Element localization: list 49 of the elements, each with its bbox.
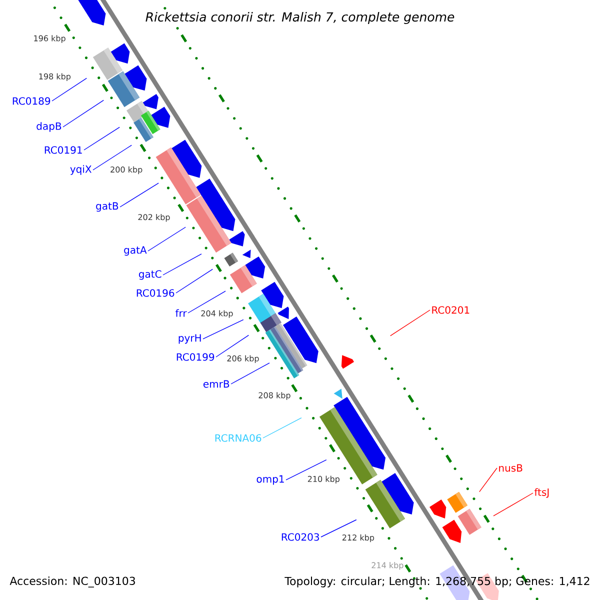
gene-label: RC0201 — [432, 306, 470, 314]
gene-label: RC0203 — [282, 533, 319, 541]
tick-label: 208 kbp — [258, 392, 290, 400]
gene-label: RC0196 — [136, 289, 174, 297]
gene-label: gatC — [138, 270, 162, 280]
gene-label: yqiX — [70, 165, 92, 175]
tick-label: 198 kbp — [39, 73, 71, 81]
gene-label: gatB — [96, 202, 118, 212]
tick-label: 206 kbp — [227, 355, 259, 363]
gene-label: dapB — [36, 122, 62, 132]
leader-line — [188, 290, 226, 314]
leader-line — [120, 182, 159, 208]
leader-line — [176, 268, 213, 294]
tick-label: 196 kbp — [34, 35, 66, 43]
leader-line — [84, 126, 120, 150]
tick-label: 214 kbp — [372, 562, 404, 570]
leader-line — [479, 468, 498, 492]
leader-line — [216, 334, 250, 358]
gene-label: frr — [175, 309, 187, 317]
tick-label: 210 kbp — [308, 476, 340, 484]
leader-line — [148, 226, 186, 252]
tick-label: 204 kbp — [201, 310, 233, 318]
tick-label: 200 kbp — [110, 166, 142, 174]
leader-line — [493, 492, 534, 516]
gene-label: omp1 — [256, 475, 284, 485]
gene-label: RC0189 — [12, 97, 50, 105]
gene-label: pyrH — [178, 334, 201, 344]
leader-line — [320, 519, 357, 538]
leader-line — [52, 78, 87, 102]
footer-text: Topology: circular; Length: 1,268,755 bp; Genes: 1,412 — [284, 576, 590, 588]
leader-line — [286, 459, 327, 480]
gene-label: emrB — [203, 380, 230, 388]
gene-label: gatA — [124, 246, 147, 256]
gene-label: RCRNA06 — [215, 434, 262, 442]
footer-text: Accession: NC_003103 — [10, 576, 135, 588]
tick-label: 202 kbp — [138, 214, 170, 222]
gene-label: ftsJ — [534, 488, 549, 498]
leader-line — [262, 418, 302, 438]
gene-label: RC0199 — [176, 353, 214, 361]
title: Rickettsia conorii str. Malish 7, complete genome — [143, 10, 457, 26]
leader-line — [92, 144, 132, 170]
gene-label: nusB — [499, 464, 522, 472]
leader-line — [162, 254, 202, 276]
tick-label: 212 kbp — [342, 534, 374, 542]
leader-line — [202, 319, 244, 340]
leader-line — [62, 100, 104, 128]
leader-line — [230, 362, 270, 384]
gene-label: RC0191 — [44, 146, 82, 154]
leader-line — [390, 310, 430, 336]
